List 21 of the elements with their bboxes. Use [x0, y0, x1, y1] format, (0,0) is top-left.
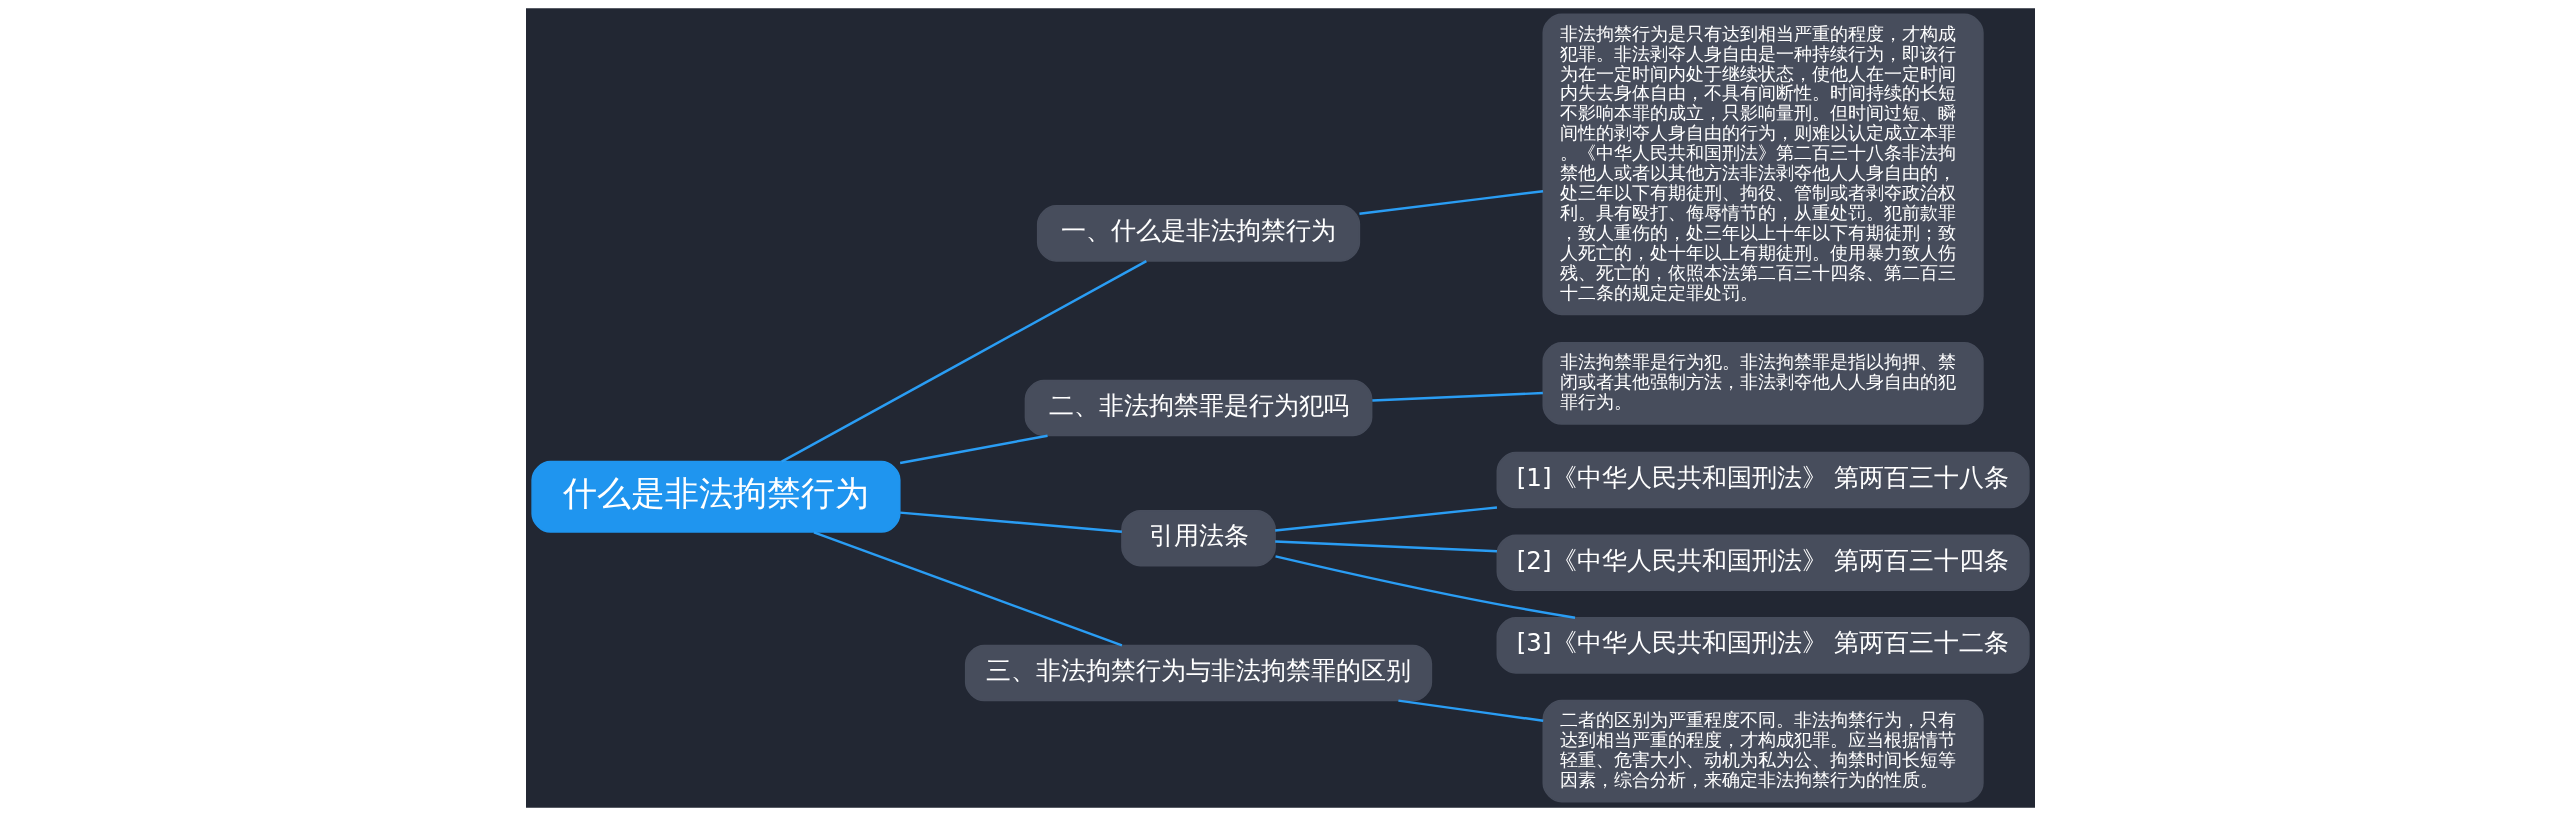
- node-box: 二、非法拘禁罪是行为犯吗: [1024, 379, 1372, 437]
- connector: [813, 531, 1122, 647]
- node-box: 非法拘禁罪是行为犯。非法拘禁罪是指以拘押、禁闭或者其他强制方法，非法剥夺他人人身自由的犯罪行为。: [1541, 342, 1984, 425]
- connector: [1274, 555, 1575, 619]
- connector: [1274, 540, 1497, 553]
- connector: [899, 434, 1048, 465]
- node-box: [1]《中华人民共和国刑法》 第两百三十八条: [1496, 451, 2030, 509]
- connector: [1274, 506, 1497, 532]
- node-box: [3]《中华人民共和国刑法》 第两百三十二条: [1496, 617, 2030, 674]
- node-box: 引用法条: [1120, 509, 1276, 567]
- node-box: 二者的区别为严重程度不同。非法拘禁行为，只有达到相当严重的程度，才构成犯罪。应当根据情节轻重、危害大小、动机为私为公、拘禁时间长短等因素，综合分析，来确定非法拘禁行为的性质。: [1541, 699, 1984, 803]
- node-box: [2]《中华人民共和国刑法》 第两百三十四条: [1496, 534, 2030, 592]
- node-box: 三、非法拘禁行为与非法拘禁罪的区别: [964, 644, 1432, 702]
- connector: [899, 511, 1122, 533]
- connector: [1397, 699, 1543, 722]
- node-box: 什么是非法拘禁行为: [530, 460, 901, 533]
- connector: [1371, 391, 1543, 402]
- node-box: 一、什么是非法拘禁行为: [1036, 205, 1360, 262]
- connector: [780, 260, 1147, 463]
- node-box: 非法拘禁行为是只有达到相当严重的程度，才构成犯罪。非法剥夺人身自由是一种持续行为，即该行为在一定时间内处于继续状态，使他人在一定时间内失去身体自由，不具有间断性。时间持续的长短不影响本罪的成立，只影响量刑。但时间过短、瞬间性的剥夺人身自由的行为，则难以认定成立本罪。《中华人民共和国刑法》第二百三十八条非法拘禁他人或者以其他方法非法剥夺他人人身自由的，处三年以下有期徒刑、拘役、管制或者剥夺政治权利。具有殴打、侮辱情节的，从重处罚。犯前款罪，致人重伤的，处三年以上十年以下有期徒刑；致人死亡的，处十年以上有期徒刑。使用暴力致人伤残、死亡的，依照本法第二百三十四条、第二百三十二条的规定定罪处罚。: [1541, 13, 1984, 316]
- connector: [1358, 190, 1543, 215]
